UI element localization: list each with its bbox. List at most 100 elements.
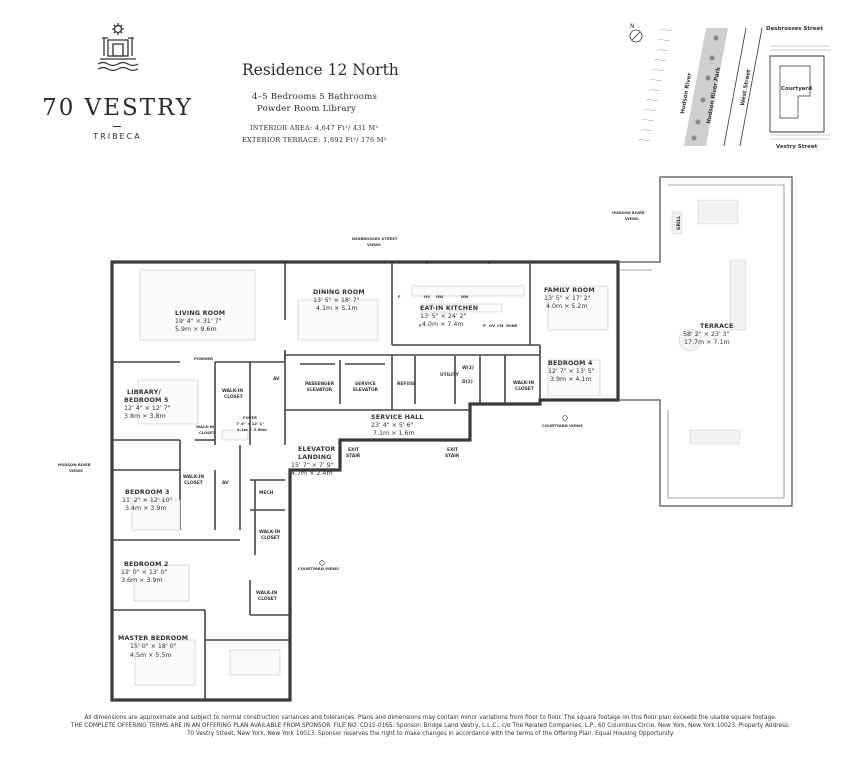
legal-disclaimer: All dimensions are approximate and subje… — [20, 714, 841, 738]
room-dim-metric: 5.9m × 9.6m — [175, 326, 217, 333]
river-waves-icon — [637, 28, 673, 142]
park-strip — [684, 28, 728, 146]
room-elevator-landing: ELEVATOR LANDING 15' 7" × 7' 9" 4.7m × 2… — [291, 446, 336, 477]
room-dim-imperial: 12' 0" × 13' 0" — [121, 569, 168, 576]
room-dim-imperial: 13' 5" × 17' 2" — [544, 295, 591, 302]
room-name: BEDROOM 3 — [125, 489, 170, 496]
room-name: BEDROOM 2 — [124, 561, 169, 568]
room-dim-metric: 3.8m × 3.8m — [124, 413, 166, 420]
room-name-2: LANDING — [298, 454, 332, 461]
label-closet-library: CLOSET — [224, 394, 243, 400]
residence-extras: Powder Room Library — [257, 104, 357, 114]
label-walk-in-lib2: WALK-IN — [196, 424, 214, 429]
room-terrace: TERRACE 58' 2" × 23' 3" 17.7m × 7.1m — [683, 323, 733, 346]
label-f-dining: F — [398, 294, 401, 299]
label-pantry: P — [483, 323, 486, 328]
view-hudson-top-2: VIEWS — [625, 216, 639, 221]
building-interior — [779, 65, 811, 119]
room-dim-metric: 7.1m × 1.6m — [373, 430, 415, 437]
residence-title: Residence 12 North — [242, 61, 399, 79]
label-closet-bedroom4: CLOSET — [515, 386, 534, 392]
room-dim-imperial: 12' 4" × 12' 7" — [124, 405, 171, 412]
view-hudson-left: HUDSON RIVER — [58, 462, 91, 467]
label-cm: CM — [497, 323, 504, 328]
view-desbrosses: DESBROSSES STREET — [352, 236, 398, 241]
room-dim-imperial: 13' 5" × 18' 7" — [313, 297, 360, 304]
terrace-furniture — [671, 199, 747, 445]
room-dim-imperial: 15' 0" × 18' 0" — [130, 643, 177, 650]
label-washer: W(2) — [462, 365, 474, 371]
wall-master-bath — [204, 610, 290, 700]
label-dryer: D(2) — [462, 379, 473, 385]
label-exit-1: EXIT — [348, 447, 359, 453]
view-courtyard-1: COURTYARD VIEWS — [542, 423, 583, 428]
terrace-outline — [618, 176, 793, 507]
label-stair-1: STAIR — [346, 453, 361, 459]
room-dining: DINING ROOM 13' 5" × 18' 7" 4.1m × 5.1m — [313, 289, 365, 312]
label-closet-master: CLOSET — [258, 596, 277, 602]
wall-elevators — [300, 360, 385, 404]
disclaimer-line-2: THE COMPLETE OFFERING TERMS ARE IN AN OF… — [70, 723, 791, 729]
street-lines — [770, 45, 830, 140]
room-dim-metric: 3.9m × 4.1m — [550, 376, 592, 383]
room-dim-imperial: 13' 5" × 24' 2" — [420, 313, 467, 320]
room-kitchen: EAT-IN KITCHEN 13' 5" × 24' 2" 4.0m × 7.… — [420, 305, 478, 328]
disclaimer-line-1: All dimensions are approximate and subje… — [84, 715, 777, 721]
room-dim-imperial: 15' 7" × 7' 9" — [291, 462, 334, 469]
label-fridge: F — [419, 323, 422, 328]
label-closet-lib2: CLOSET — [199, 430, 216, 435]
label-av-foyer: AV — [273, 376, 280, 382]
room-bedroom4: BEDROOM 4 12' 7" × 13' 5" 3.9m × 4.1m — [548, 360, 595, 383]
room-name: LIBRARY/ — [127, 389, 161, 396]
room-dim-metric: 4.0m × 5.2m — [546, 303, 588, 310]
label-dw-2: DW — [461, 294, 469, 299]
residence-bed-bath: 4–5 Bedrooms 5 Bathrooms — [252, 92, 378, 102]
park-trees — [691, 35, 719, 141]
compass-icon: N — [629, 23, 643, 43]
room-library: LIBRARY/ BEDROOM 5 12' 4" × 12' 7" 3.8m … — [124, 389, 171, 420]
room-name: EAT-IN KITCHEN — [420, 305, 478, 312]
room-family: FAMILY ROOM 13' 5" × 17' 2" 4.0m × 5.2m — [544, 287, 595, 310]
label-mech: MECH — [259, 490, 274, 496]
view-hudson-left-2: VIEWS — [69, 468, 83, 473]
room-dim-metric: 2.1m × 3.60m — [237, 427, 267, 432]
label-closet-bed3: CLOSET — [184, 480, 203, 486]
room-dim-metric: 4.7m × 2.4m — [291, 470, 333, 477]
wall-master-closet — [249, 580, 290, 616]
room-living: LIVING ROOM 19' 4" × 31' 7" 5.9m × 9.6m — [175, 310, 225, 333]
room-name: FOYER — [243, 415, 257, 420]
room-service-hall: SERVICE HALL 23' 4" × 5' 6" 7.1m × 1.6m — [371, 414, 423, 437]
room-dim-metric: 3.6m × 3.9m — [121, 577, 163, 584]
wall-core — [284, 354, 540, 411]
label-dw-1: DW — [436, 294, 444, 299]
terrace-inner-edge — [618, 184, 785, 499]
west-street-line — [723, 27, 747, 147]
label-passenger-elevator: ELEVATOR — [307, 387, 333, 393]
label-service: SERVICE — [355, 381, 376, 387]
room-bedroom2: BEDROOM 2 12' 0" × 13' 0" 3.6m × 3.9m — [121, 561, 169, 584]
wall-utility — [414, 356, 481, 404]
label-passenger: PASSENGER — [305, 381, 335, 387]
label-wine: WINE — [506, 323, 518, 328]
interior-area: INTERIOR AREA: 4,647 Ft²/ 431 M² — [250, 124, 379, 132]
fixtures — [131, 269, 609, 686]
brand-name: 70 VESTRY — [42, 95, 193, 121]
view-hudson-top: HUDSON RIVER — [612, 210, 645, 215]
label-grill: GRILL — [676, 216, 682, 230]
site-map: N Desbrosses Street Courtyard Vestry Str… — [629, 23, 830, 150]
room-name: ELEVATOR — [298, 446, 336, 453]
brand-neighborhood: TRIBECA — [93, 132, 142, 141]
brand-logo-icon — [97, 23, 139, 72]
wall-mech — [250, 479, 285, 555]
room-dim-metric: 17.7m × 7.1m — [684, 339, 730, 346]
label-walk-in-bedroom4: WALK-IN — [513, 380, 534, 386]
label-walk-in-master: WALK-IN — [256, 590, 277, 596]
wall-bath3 — [112, 440, 241, 530]
label-stair-2: STAIR — [445, 453, 460, 459]
label-ov: OV — [424, 294, 430, 299]
label-ov-2: OV — [489, 323, 495, 328]
wall-foyer — [214, 362, 286, 445]
label-powder: POWDER — [194, 356, 213, 361]
room-name: FAMILY ROOM — [544, 287, 595, 294]
